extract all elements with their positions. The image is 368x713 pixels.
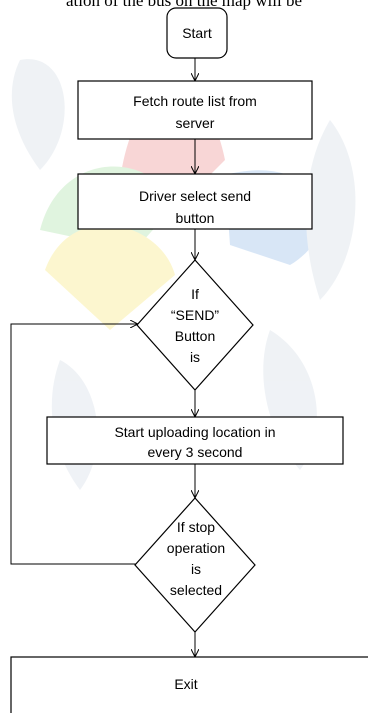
upload-location-label-line2: every 3 second	[148, 444, 243, 460]
fetch-route-label-line1: Fetch route list from	[133, 93, 257, 109]
if-stop-shape	[134, 497, 256, 633]
fetch-route-node: Fetch route list from server	[77, 80, 313, 140]
watermark-petal-yellow	[45, 225, 175, 330]
driver-select-node: Driver select send button	[77, 173, 313, 230]
if-stop-label-line1: If stop	[177, 519, 215, 535]
driver-select-shape	[77, 173, 313, 230]
upload-location-shape	[46, 416, 344, 465]
upload-location-node: Start uploading location in every 3 seco…	[46, 416, 344, 465]
exit-label: Exit	[174, 676, 197, 692]
if-stop-decision: If stop operation is selected	[134, 497, 256, 633]
upload-location-label-line1: Start uploading location in	[114, 424, 275, 440]
if-send-label-line3: Button	[175, 328, 215, 344]
exit-node: Exit	[10, 656, 368, 713]
watermark-leaf-left	[11, 59, 65, 170]
if-send-shape	[136, 259, 254, 391]
if-stop-label-line4: selected	[170, 582, 222, 598]
driver-select-label-line2: button	[176, 210, 215, 226]
exit-shape	[10, 656, 368, 713]
if-send-decision: If “SEND” Button is	[136, 259, 254, 391]
fetch-route-shape	[77, 80, 313, 140]
start-shape	[166, 7, 228, 59]
start-node: Start	[166, 7, 228, 59]
if-send-label-line1: If	[191, 286, 199, 302]
connectors	[10, 58, 195, 656]
page-header-text: ation of the bus on the map will be	[65, 0, 303, 10]
watermark-leaf-right	[306, 120, 356, 300]
if-send-label-line2: “SEND”	[171, 307, 220, 323]
start-label: Start	[182, 25, 212, 41]
fetch-route-label-line2: server	[176, 115, 215, 131]
driver-select-label-line1: Driver select send	[139, 188, 251, 204]
loop-back-arrow	[10, 324, 137, 565]
if-stop-label-line2: operation	[167, 540, 225, 556]
if-send-label-line4: is	[190, 349, 200, 365]
if-stop-label-line3: is	[191, 561, 201, 577]
